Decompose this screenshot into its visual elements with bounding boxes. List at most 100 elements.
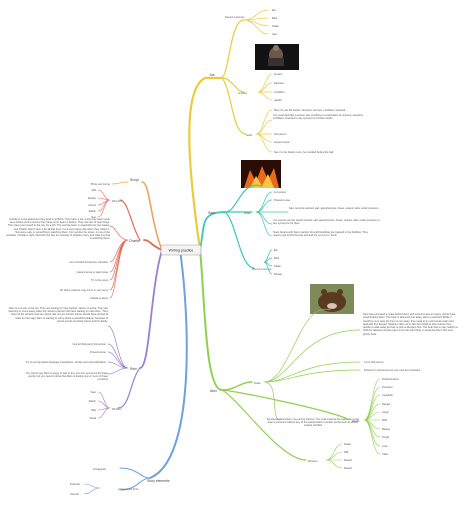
branch-line bbox=[221, 77, 245, 93]
branch-line bbox=[188, 76, 224, 252]
sam-rule-item-wrap: Tears begins with Sams partner Ali and f… bbox=[273, 231, 368, 237]
sam-rule-item: 1st person bbox=[274, 190, 287, 194]
branch-rein: Rein Rein is in a pub in the city. They … bbox=[8, 249, 163, 420]
branch-joe: Joe Round 1 winners Elu Elsa Steak Ivan … bbox=[188, 8, 363, 252]
emotion-item: confident bbox=[274, 90, 285, 94]
rein-item: Use all third-party 3rd person bbox=[73, 342, 107, 346]
emotion-item: Decisive bbox=[274, 81, 284, 85]
sam-rules-label[interactable]: Rules bbox=[244, 211, 251, 215]
branch-line bbox=[263, 308, 361, 421]
alex-rule-item: 1st or 3rd person bbox=[364, 360, 384, 364]
notes-label[interactable]: notes bbox=[246, 133, 253, 137]
rein-winner-item: Steak bbox=[89, 416, 96, 420]
note-item-wrap: You must describe a person who is feelin… bbox=[273, 114, 363, 120]
charlie-item: No direct violence may occur in your sto… bbox=[60, 288, 109, 292]
branch-line bbox=[221, 77, 247, 135]
round1-label[interactable]: Round 1 winners bbox=[225, 15, 245, 19]
branch-line bbox=[221, 19, 245, 79]
rein-item-wrap: You cannot say Rein is angry or sad or a… bbox=[25, 372, 108, 382]
alex-rule-item: Emotional description you cannot choose:… bbox=[267, 418, 359, 428]
round2-label[interactable]: Round 2 winners bbox=[252, 267, 272, 271]
alex-rule-item-wrap: Emotional description you cannot choose:… bbox=[267, 418, 359, 428]
branch-line bbox=[263, 249, 273, 275]
rein-winner-item: Nilly bbox=[91, 408, 97, 412]
word-item: Precision bbox=[382, 385, 393, 389]
alex-rules-label[interactable]: Rules bbox=[254, 381, 261, 385]
branch-line bbox=[325, 443, 343, 469]
central-node-box bbox=[160, 244, 202, 256]
branch-charlie: Charlie Charlie is in the apartment they… bbox=[6, 188, 163, 300]
words-label[interactable]: Words bbox=[352, 419, 360, 423]
branch-line bbox=[243, 9, 269, 35]
branch-alex-label[interactable]: Alex bbox=[210, 389, 217, 393]
central-title: Writing practice bbox=[169, 249, 194, 253]
branch-line bbox=[199, 211, 226, 251]
charlie-winners-label[interactable]: Winners bbox=[112, 199, 122, 203]
branch-line bbox=[221, 381, 253, 391]
branch-line bbox=[143, 239, 163, 251]
sam-rule-item: Tears begins with Sams partner Ali and f… bbox=[273, 231, 368, 237]
alex-rule-item-wrap: Alex has just heard a noise behind them … bbox=[363, 313, 458, 336]
branch-line bbox=[117, 367, 141, 409]
charlie-winner-item: Martin bbox=[89, 209, 97, 213]
story-sub-item: External bbox=[70, 482, 80, 486]
sam-rule-item: You cannot use the words worried, sad, a… bbox=[273, 219, 380, 225]
story-label[interactable]: Story elements bbox=[147, 479, 170, 483]
central-node[interactable]: Writing practice bbox=[160, 244, 202, 256]
branch-line bbox=[224, 184, 263, 213]
round2-item: Elsa bbox=[274, 256, 280, 260]
branch-line bbox=[199, 249, 223, 391]
story-sub-item: Internal bbox=[70, 492, 79, 496]
charlie-item: Try to be scary bbox=[91, 278, 109, 282]
branch-line bbox=[111, 181, 129, 185]
branch-line bbox=[363, 378, 381, 455]
sam-rule-item-wrap: You cannot use the words worried, sad, a… bbox=[273, 219, 380, 225]
note-item: present tense bbox=[274, 140, 290, 144]
story-item[interactable]: Protagonist bbox=[93, 467, 106, 471]
charlie-item-wrap: Charlie is in the apartment they lived i… bbox=[6, 218, 110, 241]
alex-winners-label[interactable]: Winners bbox=[308, 459, 318, 463]
branch-line bbox=[149, 249, 188, 479]
branch-line bbox=[83, 483, 101, 495]
rein-item: Rein is in a pub in the city. They are w… bbox=[8, 307, 108, 323]
note-item: 3rd person bbox=[274, 132, 287, 136]
word-item: Danger bbox=[382, 402, 391, 406]
sam-rule-item: Present tense bbox=[274, 198, 291, 202]
rein-winners-label[interactable]: Winners bbox=[112, 407, 122, 411]
branch-joe-label[interactable]: Joe bbox=[209, 73, 215, 77]
note-item: May not use the words: stressed, nervous… bbox=[274, 108, 346, 112]
branch-line bbox=[224, 211, 255, 269]
story-item[interactable]: Antagonistic force bbox=[118, 487, 139, 491]
charlie-winner-item: Sue bbox=[91, 215, 96, 219]
rein-winner-item: Sam bbox=[91, 390, 96, 394]
branch-line bbox=[221, 389, 307, 461]
alex-winner-item: Rowan bbox=[344, 466, 353, 470]
rein-label[interactable]: Rein bbox=[130, 367, 137, 371]
emotion-label[interactable]: emotion bbox=[238, 91, 248, 95]
rein-item: Present tense bbox=[90, 350, 107, 354]
script-item: Photo are boring bbox=[91, 182, 111, 186]
alex-winner-item: Wilt bbox=[344, 450, 349, 454]
round2-item: Rowan bbox=[274, 272, 283, 276]
round2-item: Steak bbox=[274, 264, 281, 268]
word-item: Wild bbox=[382, 418, 388, 422]
branch-sam-label[interactable]: Sam bbox=[208, 211, 215, 215]
rein-item: You cannot say Rein is angry or sad or a… bbox=[25, 372, 108, 382]
word-item: Love bbox=[382, 444, 388, 448]
alex-rule-item: Alex has just heard a noise behind them … bbox=[363, 313, 458, 336]
charlie-label[interactable]: Charlie bbox=[129, 239, 140, 243]
branch-line bbox=[119, 467, 151, 491]
branch-line bbox=[109, 225, 129, 299]
charlie-winner-item: Wilt bbox=[92, 188, 97, 192]
branch-line bbox=[257, 73, 273, 101]
branch-story: Story elements Protagonist Antagonistic … bbox=[70, 249, 188, 496]
charlie-item: present tense or past tense bbox=[77, 270, 109, 274]
script-label[interactable]: Script bbox=[130, 178, 139, 182]
charlie-item: Charlie is in the apartment they lived i… bbox=[6, 218, 110, 241]
branch-alex: Alex Rules Alex has just heard a noise b… bbox=[199, 249, 458, 470]
charlie-item: 1st or limited 3rd person narration bbox=[69, 260, 108, 264]
word-item: Tough bbox=[382, 435, 390, 439]
round1-item: Ivan bbox=[272, 32, 277, 36]
branch-line bbox=[141, 181, 163, 251]
